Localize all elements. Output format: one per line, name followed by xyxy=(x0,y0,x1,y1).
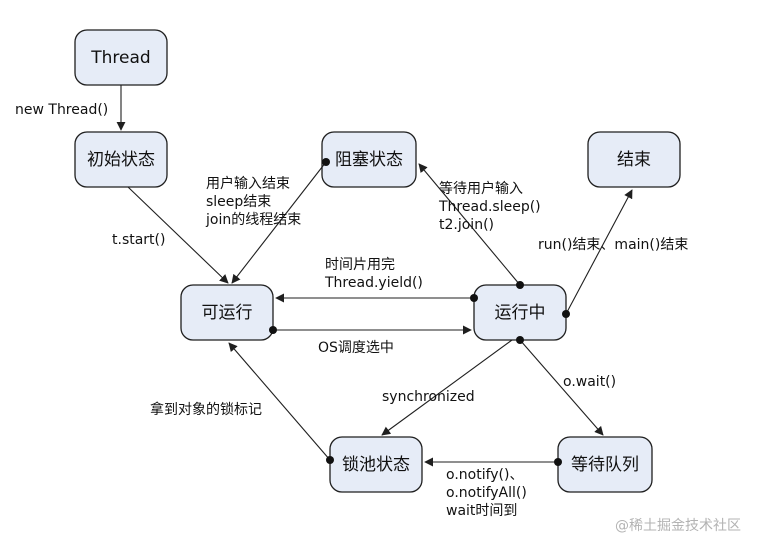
node-blocked-state-label: 阻塞状态 xyxy=(335,150,403,170)
watermark-text: @稀土掘金技术社区 xyxy=(615,518,741,534)
label-blocked-to-runnable-line2: sleep结束 xyxy=(206,194,271,210)
label-running-to-terminated: run()结束、main()结束 xyxy=(538,237,688,253)
label-running-to-blocked-line2: Thread.sleep() xyxy=(438,199,541,215)
edge-wait-queue-to-lock-pool xyxy=(424,457,562,467)
node-lock-pool: 锁池状态 xyxy=(329,436,423,493)
label-running-to-wait-queue: o.wait() xyxy=(563,374,616,390)
node-blocked-state: 阻塞状态 xyxy=(321,131,417,188)
node-runnable: 可运行 xyxy=(180,284,274,341)
edge-lock-pool-to-runnable xyxy=(228,342,334,464)
label-wait-queue-to-lock-pool-line3: wait时间到 xyxy=(446,503,517,519)
node-initial-state-label: 初始状态 xyxy=(87,150,155,170)
label-wait-queue-to-lock-pool-line1: o.notify()、 xyxy=(446,467,523,483)
edge-running-to-terminated xyxy=(562,189,633,318)
label-start: t.start() xyxy=(112,232,165,248)
node-initial-state: 初始状态 xyxy=(74,131,168,188)
node-lock-pool-label: 锁池状态 xyxy=(342,455,410,475)
node-runnable-label: 可运行 xyxy=(202,303,253,323)
label-new-thread: new Thread() xyxy=(15,102,108,118)
label-blocked-to-runnable-line3: join的线程结束 xyxy=(205,212,301,228)
node-running-label: 运行中 xyxy=(495,303,546,323)
node-terminated-label: 结束 xyxy=(617,150,651,170)
node-wait-queue-label: 等待队列 xyxy=(571,455,639,475)
edge-running-to-runnable xyxy=(275,293,478,303)
node-thread-label: Thread xyxy=(90,48,150,68)
label-running-to-runnable-line2: Thread.yield() xyxy=(324,275,423,291)
node-wait-queue: 等待队列 xyxy=(557,436,653,493)
edge-running-to-lock-pool xyxy=(381,339,513,436)
label-running-to-blocked-line3: t2.join() xyxy=(439,217,494,233)
label-running-to-lock-pool: synchronized xyxy=(382,389,475,405)
label-wait-queue-to-lock-pool-line2: o.notifyAll() xyxy=(446,485,527,501)
label-running-to-runnable-line1: 时间片用完 xyxy=(325,257,395,273)
label-running-to-blocked-line1: 等待用户输入 xyxy=(439,180,523,197)
node-running: 运行中 xyxy=(473,284,567,341)
label-runnable-to-running: OS调度选中 xyxy=(318,340,394,356)
edge-running-to-blocked xyxy=(418,163,524,289)
node-thread: Thread xyxy=(74,29,168,86)
edge-runnable-to-running xyxy=(269,325,472,335)
edge-start xyxy=(127,186,229,284)
label-lock-pool-to-runnable: 拿到对象的锁标记 xyxy=(150,401,262,418)
label-blocked-to-runnable-line1: 用户输入结束 xyxy=(206,175,290,192)
edge-blocked-to-runnable xyxy=(231,158,330,284)
node-terminated: 结束 xyxy=(587,131,681,188)
edge-running-to-wait-queue xyxy=(516,336,604,436)
